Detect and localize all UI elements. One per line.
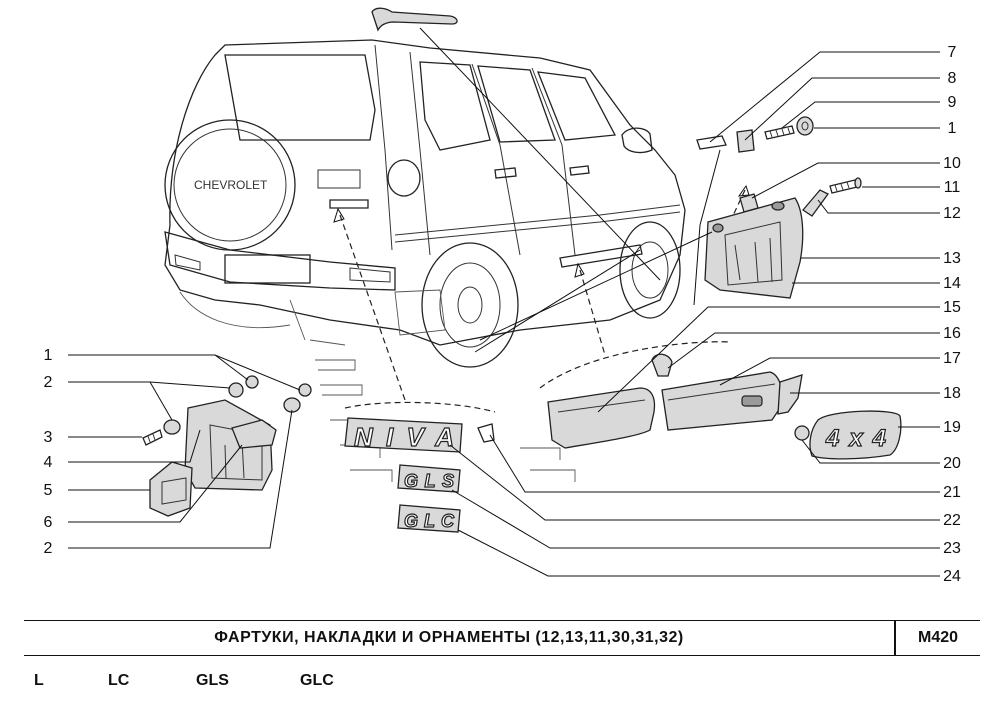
callout-16: 16: [943, 325, 961, 342]
callout-6: 6: [44, 514, 53, 531]
callout-20: 20: [943, 455, 961, 472]
callout-labels-left: 1 2 3 4 5 6 2: [44, 347, 53, 557]
title-divider: [894, 621, 896, 655]
page-title: ФАРТУКИ, НАКЛАДКИ И ОРНАМЕНТЫ (12,13,11,…: [214, 629, 684, 646]
gls-emblem: GLS: [404, 471, 454, 491]
spare-wheel-logo: CHEVROLET: [194, 178, 268, 192]
callout-11: 11: [944, 179, 961, 196]
callout-24: 24: [943, 568, 961, 585]
callout-13: 13: [943, 250, 961, 267]
callout-1-left: 1: [44, 347, 53, 364]
emblems: NIVA GLS GLC 4x4: [344, 410, 902, 533]
side-moldings: [477, 353, 810, 449]
callout-10: 10: [943, 155, 961, 172]
callout-17: 17: [943, 350, 961, 367]
trim-level-glc: GLC: [300, 672, 334, 689]
callout-4: 4: [44, 454, 53, 471]
trim-level-l: L: [34, 672, 44, 689]
callout-labels-right: 7 8 9 1 10 11 12 13 14 15 16 17 18 19 20…: [943, 44, 961, 585]
title-bar: ФАРТУКИ, НАКЛАДКИ И ОРНАМЕНТЫ (12,13,11,…: [24, 620, 980, 656]
trim-level-gls: GLS: [196, 672, 229, 689]
callout-19: 19: [943, 419, 961, 436]
trim-level-lc: LC: [108, 672, 130, 689]
callout-2-left: 2: [44, 374, 53, 391]
leader-lines: [68, 27, 940, 577]
callout-22: 22: [943, 512, 961, 529]
callout-23: 23: [943, 540, 961, 557]
vehicle-illustration: CHEVROLET: [164, 7, 686, 368]
callout-21: 21: [943, 484, 961, 501]
glc-emblem: GLC: [404, 511, 455, 531]
parts-diagram: CHEVROLET: [44, 7, 961, 585]
callout-15: 15: [943, 299, 961, 316]
callout-9: 9: [948, 94, 957, 111]
callout-5: 5: [44, 482, 53, 499]
callout-14: 14: [943, 275, 961, 292]
page-code: M420: [917, 629, 959, 646]
front-mudflap: [704, 197, 804, 299]
four-by-four-emblem: 4x4: [825, 425, 886, 452]
callout-2-left-lower: 2: [44, 540, 53, 557]
callout-12: 12: [943, 205, 961, 222]
rear-mudflap: [142, 375, 312, 517]
upper-hardware: [696, 116, 862, 217]
callout-3: 3: [44, 429, 53, 446]
callout-18: 18: [943, 385, 961, 402]
callout-8: 8: [948, 70, 957, 87]
callout-7: 7: [948, 44, 957, 61]
callout-1-right: 1: [948, 120, 957, 137]
